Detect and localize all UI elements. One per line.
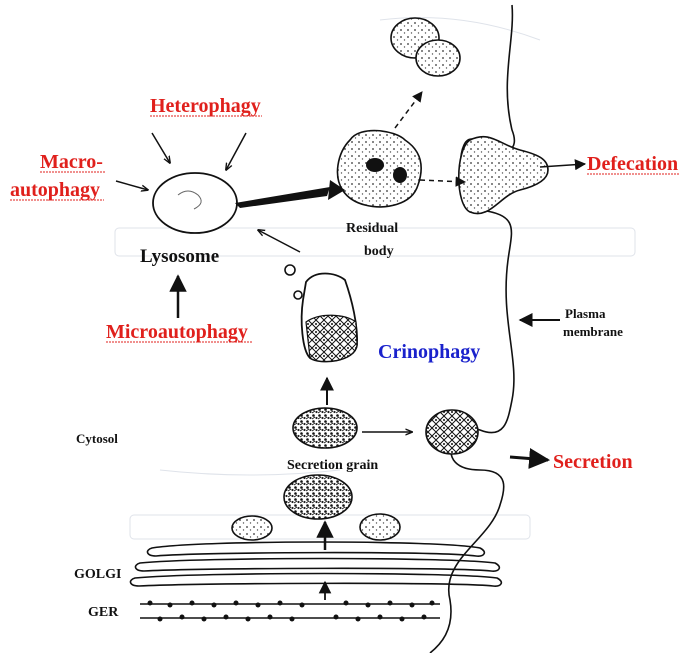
label-heterophagy: Heterophagy bbox=[150, 95, 261, 117]
lysosome-to-residual-arrow bbox=[235, 187, 330, 208]
released-vesicles bbox=[391, 18, 460, 76]
residual-inclusion-2 bbox=[393, 167, 407, 183]
heterophagy-arrow-left bbox=[152, 133, 170, 163]
label-body: body bbox=[364, 244, 394, 259]
label-membrane: membrane bbox=[563, 324, 623, 339]
defecation-vesicle bbox=[459, 137, 548, 214]
label-microautophagy: Microautophagy bbox=[106, 321, 248, 343]
label-autophagy: autophagy bbox=[10, 179, 100, 201]
label-crinophagy: Crinophagy bbox=[378, 341, 480, 363]
label-golgi: GOLGI bbox=[74, 567, 121, 582]
crinophagy-to-lysosome-arrow bbox=[258, 230, 300, 252]
label-plasma: Plasma bbox=[565, 306, 606, 321]
lysosome bbox=[153, 173, 237, 233]
golgi-stack bbox=[130, 542, 501, 586]
small-bubble-2 bbox=[294, 291, 302, 299]
label-lysosome: Lysosome bbox=[140, 246, 219, 267]
small-bubble-1 bbox=[285, 265, 295, 275]
residual-inclusion-1 bbox=[366, 158, 384, 172]
macroautophagy-arrow bbox=[116, 181, 148, 190]
secretion-grain bbox=[293, 408, 357, 448]
label-cytosol: Cytosol bbox=[76, 431, 118, 446]
ger-membrane bbox=[140, 601, 440, 622]
lower-secretion-grain bbox=[284, 475, 352, 519]
label-ger: GER bbox=[88, 605, 119, 620]
label-macro: Macro- bbox=[40, 151, 103, 173]
label-secretion-grain: Secretion grain bbox=[287, 458, 378, 473]
label-residual: Residual bbox=[346, 221, 398, 236]
secretion-arrow bbox=[510, 457, 548, 460]
heterophagy-arrow-right bbox=[226, 133, 246, 170]
golgi-vesicle-right bbox=[360, 514, 400, 540]
label-secretion: Secretion bbox=[553, 451, 633, 473]
residual-to-vesicle-arrow bbox=[395, 92, 422, 128]
secretory-vesicle bbox=[426, 410, 478, 454]
label-defecation: Defecation bbox=[587, 153, 678, 175]
golgi-vesicle-left bbox=[232, 516, 272, 540]
